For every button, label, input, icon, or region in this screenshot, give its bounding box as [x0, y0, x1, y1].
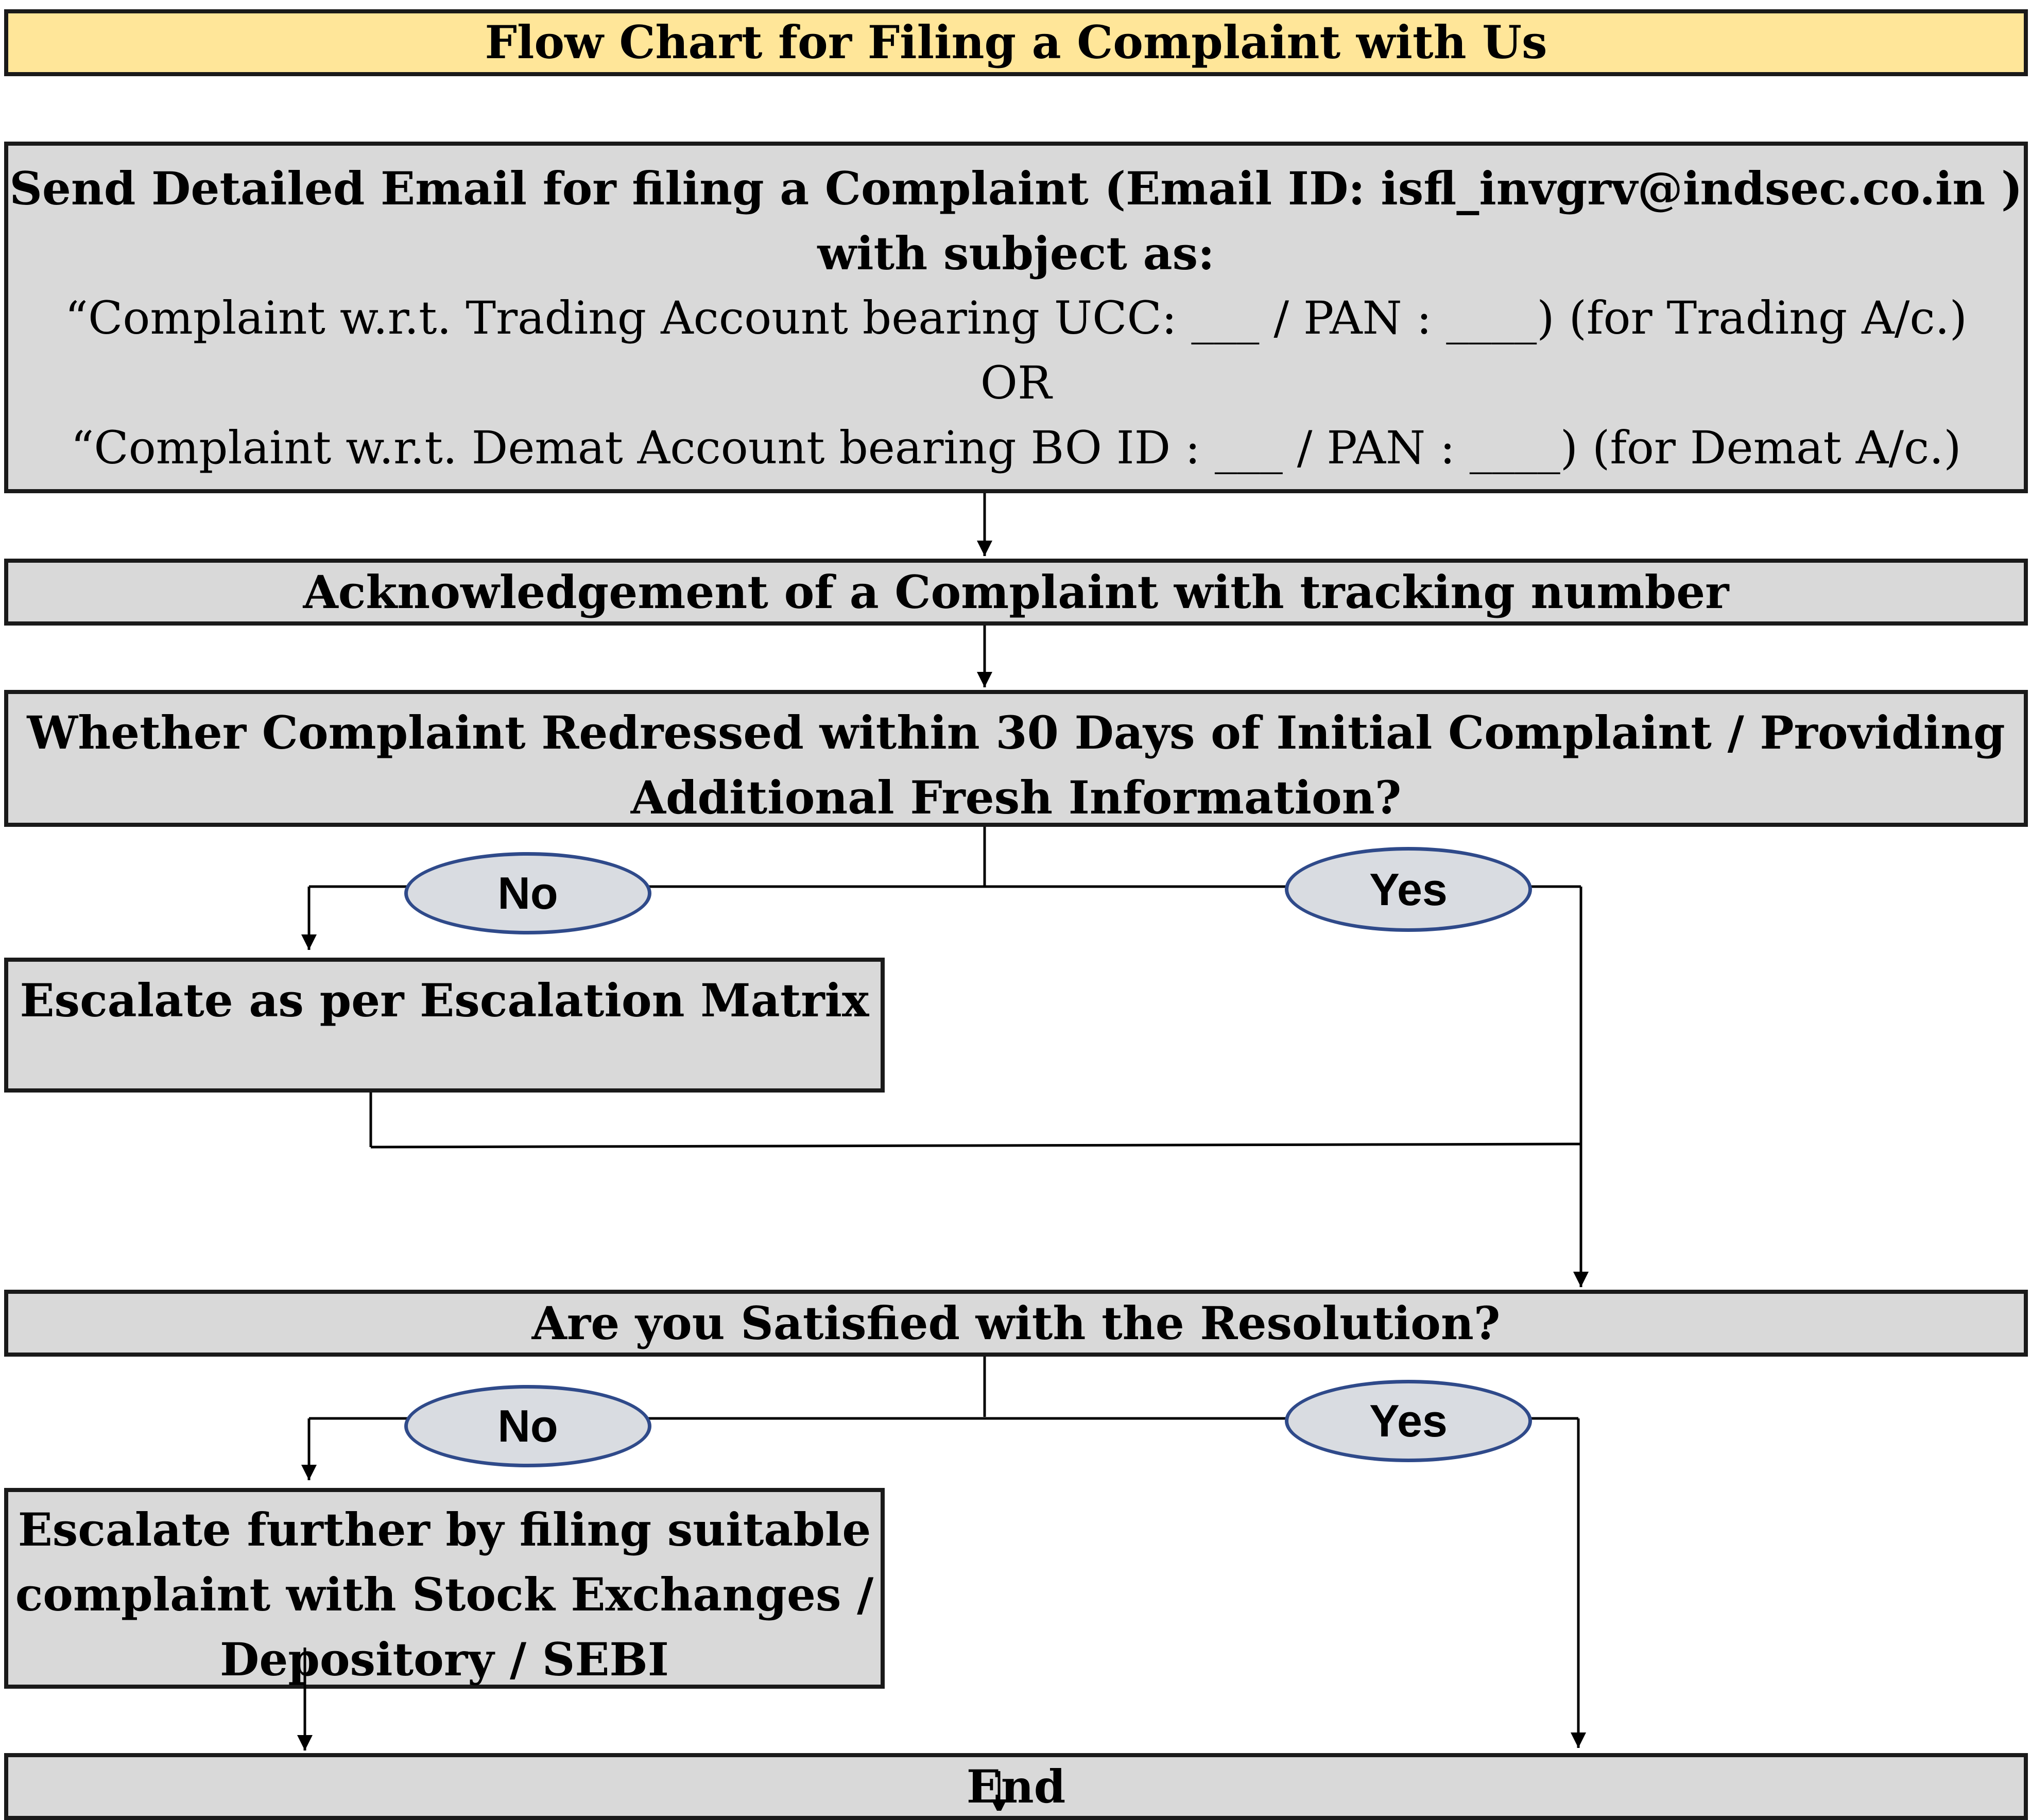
end-box: End — [4, 1753, 2028, 1820]
redressal-question-line1: Whether Complaint Redressed within 30 Da… — [27, 706, 2005, 759]
end-text: End — [966, 1760, 1066, 1813]
trading-subject-line: “Complaint w.r.t. Trading Account bearin… — [65, 291, 1967, 344]
email-complaint-box: Send Detailed Email for filing a Complai… — [4, 142, 2028, 493]
redressal-question-line2: Additional Fresh Information? — [630, 771, 1402, 824]
decision2-no-oval: No — [404, 1385, 651, 1467]
decision2-yes-label: Yes — [1369, 1395, 1448, 1446]
escalate-further-line1: Escalate further by filing suitable — [18, 1503, 871, 1556]
escalation-matrix-text: Escalate as per Escalation Matrix — [20, 974, 869, 1027]
escalate-further-line2: complaint with Stock Exchanges / — [15, 1568, 874, 1621]
decision2-no-label: No — [497, 1400, 558, 1451]
satisfaction-question-text: Are you Satisfied with the Resolution? — [531, 1296, 1501, 1350]
escalate-further-line3: Depository / SEBI — [220, 1633, 669, 1686]
or-separator: OR — [980, 356, 1052, 409]
escalation-matrix-box: Escalate as per Escalation Matrix — [4, 958, 885, 1093]
decision1-no-label: No — [497, 868, 558, 918]
escalate-further-box: Escalate further by filing suitable comp… — [4, 1488, 885, 1689]
flowchart-title: Flow Chart for Filing a Complaint with U… — [4, 9, 2028, 76]
redressal-question-box: Whether Complaint Redressed within 30 Da… — [4, 690, 2028, 827]
flowchart-title-text: Flow Chart for Filing a Complaint with U… — [485, 15, 1547, 69]
decision1-yes-label: Yes — [1369, 863, 1448, 915]
acknowledgement-box: Acknowledgement of a Complaint with trac… — [4, 559, 2028, 626]
decision1-yes-oval: Yes — [1285, 847, 1532, 932]
email-heading-line2: with subject as: — [817, 227, 1215, 280]
acknowledgement-text: Acknowledgement of a Complaint with trac… — [303, 565, 1729, 619]
connector-matrix-merge — [370, 1142, 1581, 1149]
decision1-no-oval: No — [404, 852, 651, 934]
demat-subject-line: “Complaint w.r.t. Demat Account bearing … — [71, 421, 1961, 474]
decision2-yes-oval: Yes — [1285, 1380, 1532, 1462]
email-heading-line1: Send Detailed Email for filing a Complai… — [9, 162, 2023, 215]
satisfaction-question-box: Are you Satisfied with the Resolution? — [4, 1290, 2028, 1357]
